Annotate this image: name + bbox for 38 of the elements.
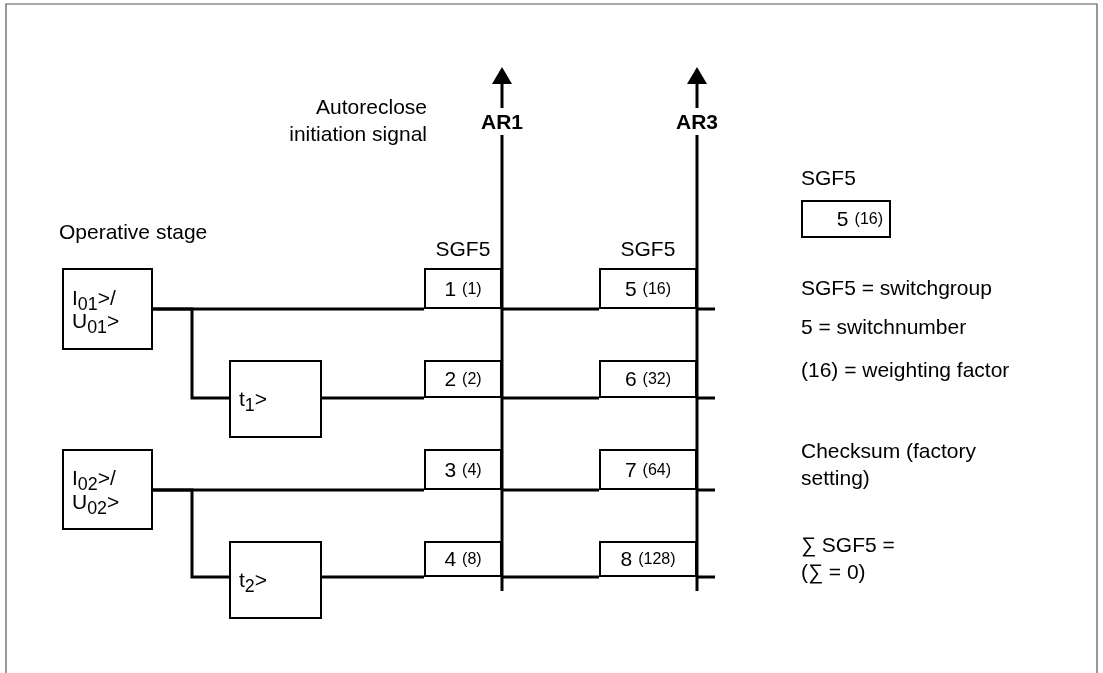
connector-line	[697, 396, 715, 400]
switch-box: 5 (16)	[801, 200, 891, 238]
function-box: t$_{1}$>	[229, 360, 322, 438]
switch-box: 6 (32)	[599, 360, 697, 398]
connector-line	[153, 307, 229, 400]
switch-box: 1 (1)	[424, 268, 502, 309]
switch-box: 2 (2)	[424, 360, 502, 398]
switchgroup-label: SGF5	[435, 236, 491, 262]
signal-name: AR1	[479, 108, 525, 136]
connector-line	[502, 307, 599, 311]
switchgroup-label: SGF5	[620, 236, 676, 262]
connector-line	[502, 396, 599, 400]
connector-line	[697, 307, 715, 311]
function-box: I$_{02}$>/ U$_{02}$>	[62, 449, 153, 530]
signal-name: AR3	[674, 108, 720, 136]
checksum-value: (∑ = 0)	[801, 559, 866, 586]
connector-line	[697, 488, 715, 492]
function-box: I$_{01}$>/ U$_{01}$>	[62, 268, 153, 350]
switchgroup-label: SGF5	[801, 165, 856, 191]
switch-box: 5 (16)	[599, 268, 697, 309]
switch-box: 7 (64)	[599, 449, 697, 490]
legend-note: (16) = weighting factor	[801, 357, 1010, 383]
checksum-formula: ∑ SGF5 =	[801, 532, 895, 559]
switch-box: 8 (128)	[599, 541, 697, 577]
connector-line	[322, 396, 424, 400]
section-heading: Operative stage	[59, 219, 208, 245]
checksum-note: Checksum (factory setting)	[801, 438, 978, 492]
function-box: t$_{2}$>	[229, 541, 322, 619]
legend-note: 5 = switchnumber	[801, 314, 967, 340]
connector-line	[697, 575, 715, 579]
switch-box: 4 (8)	[424, 541, 502, 577]
signal-caption: Autoreclose initiation signal	[288, 94, 427, 148]
connector-line	[502, 488, 599, 492]
switch-box: 3 (4)	[424, 449, 502, 490]
connector-line	[153, 488, 229, 579]
legend-note: SGF5 = switchgroup	[801, 275, 992, 301]
connector-line	[502, 575, 599, 579]
connector-line	[322, 575, 424, 579]
